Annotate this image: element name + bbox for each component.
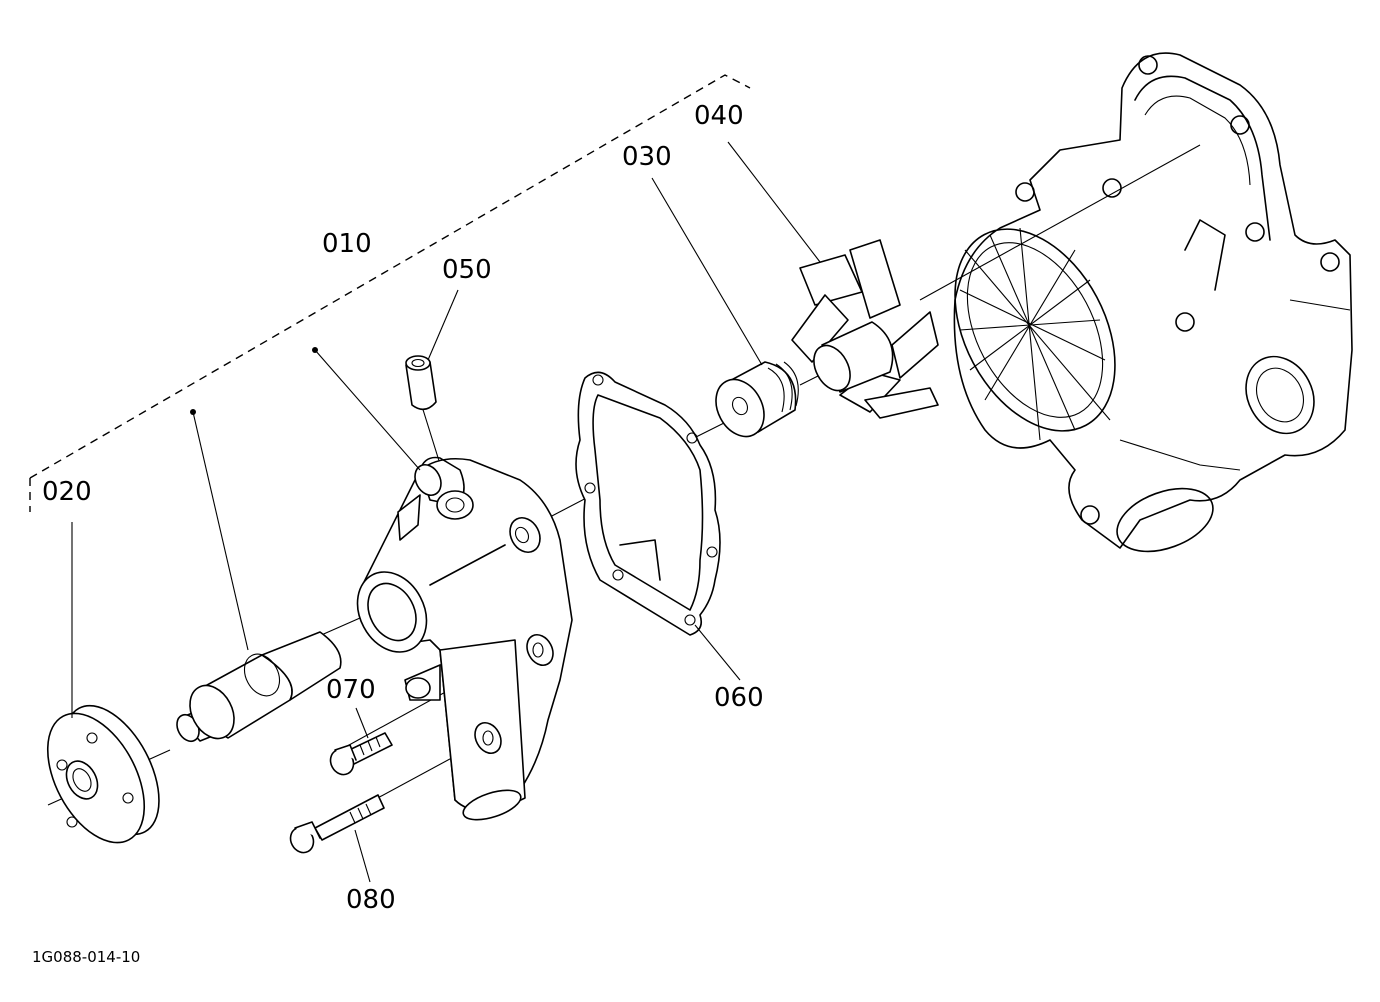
dowel-pipe xyxy=(405,355,437,411)
callout-labels: 010 020 030 040 050 060 070 080 xyxy=(42,101,764,915)
callout-080: 080 xyxy=(346,885,396,915)
mechanical-seal xyxy=(715,361,799,438)
assembly-bracket-010 xyxy=(29,74,751,512)
bolt-short xyxy=(329,732,393,776)
callout-070: 070 xyxy=(326,675,376,705)
shaft-bearing xyxy=(176,631,342,743)
callout-030: 030 xyxy=(622,142,672,172)
leader-lines xyxy=(71,141,821,883)
pulley-flange xyxy=(46,704,160,844)
impeller xyxy=(791,239,939,419)
water-pump-body xyxy=(356,456,573,821)
callout-020: 020 xyxy=(42,477,92,507)
callout-050: 050 xyxy=(442,255,492,285)
drawing-code: 1G088-014-10 xyxy=(32,948,140,966)
bolt-long xyxy=(289,794,385,854)
callout-010: 010 xyxy=(322,229,372,259)
callout-040: 040 xyxy=(694,101,744,131)
callout-060: 060 xyxy=(714,683,764,713)
gear-case-housing xyxy=(953,52,1353,553)
gasket xyxy=(575,371,721,636)
